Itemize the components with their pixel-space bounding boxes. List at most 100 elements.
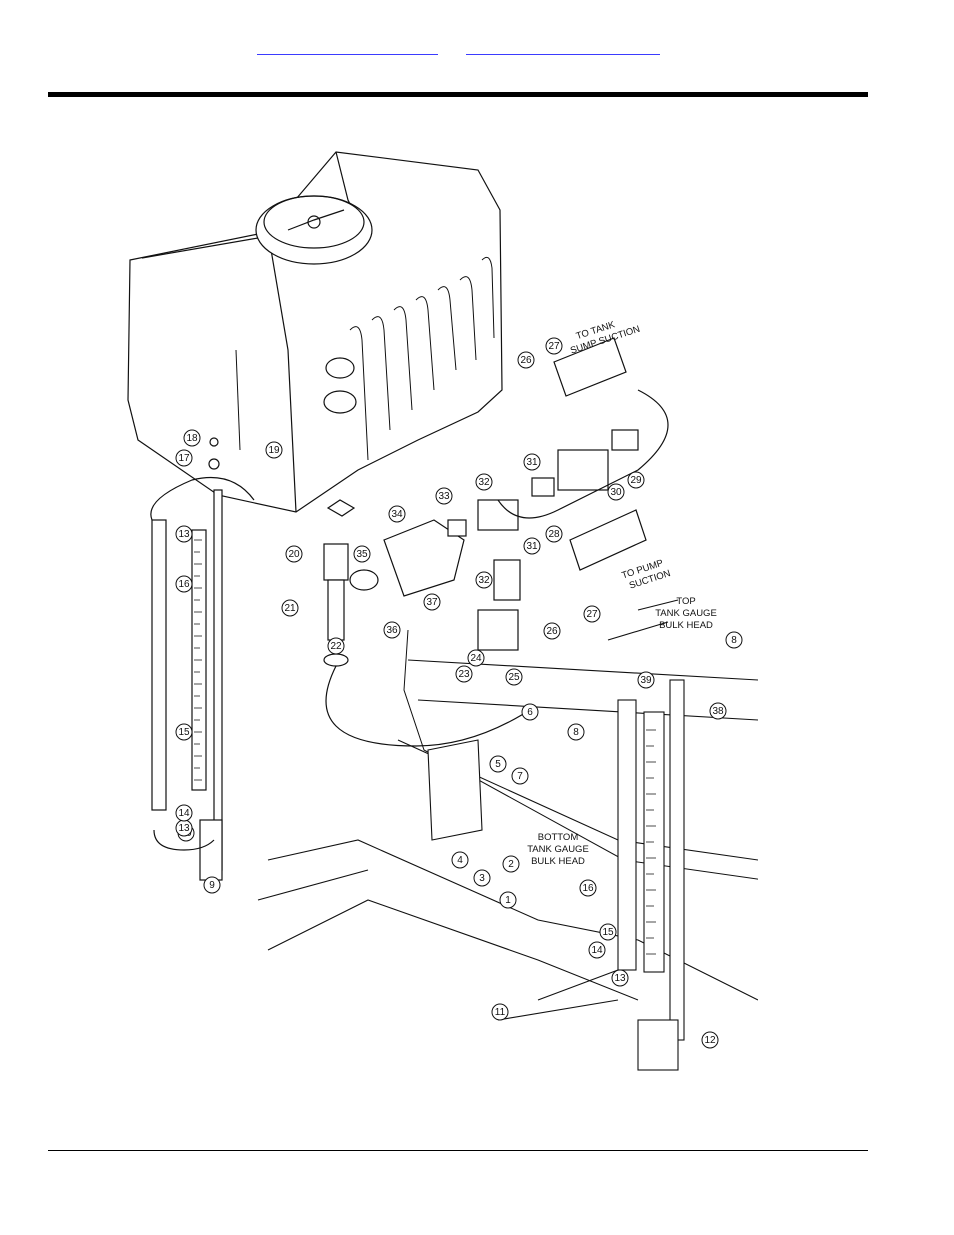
callout-bubble [281, 599, 299, 617]
callout-number: 21 [284, 603, 296, 614]
callout-number: 32 [478, 477, 490, 488]
callout-bubble [517, 351, 535, 369]
callout-number: 13 [178, 823, 190, 834]
callout-bubble [175, 449, 193, 467]
callout-number: 13 [614, 973, 626, 984]
callout-number: 24 [470, 653, 482, 664]
callout-number: 6 [527, 707, 533, 718]
callout-number: 38 [712, 706, 724, 717]
callout-bubble [545, 525, 563, 543]
callout-bubble [725, 631, 743, 649]
callout-number: 31 [526, 541, 538, 552]
callout-bubble [499, 891, 517, 909]
callout-number: 12 [704, 1035, 716, 1046]
fittings-drawing [323, 337, 758, 880]
callout-number: 9 [209, 880, 215, 891]
callout-bubble [285, 545, 303, 563]
callout-bubble [423, 593, 441, 611]
callout-bubble [475, 571, 493, 589]
callout-bubble [489, 755, 507, 773]
callout-bubble [545, 337, 563, 355]
callout-bubble [455, 665, 473, 683]
callout-bubble [523, 537, 541, 555]
svg-text:TANK GAUGE: TANK GAUGE [527, 844, 589, 855]
callout-number: 8 [573, 727, 579, 738]
callout-number: 19 [268, 445, 280, 456]
callout-bubble [611, 969, 629, 987]
note-to-pump-suction: TO PUMP SUCTION [620, 558, 672, 592]
callout-bubble [607, 483, 625, 501]
callout-number: 23 [458, 669, 470, 680]
callout-number: 25 [508, 672, 520, 683]
callout-bubble [327, 637, 345, 655]
callout-number: 11 [495, 1007, 506, 1018]
callout-number: 39 [640, 675, 652, 686]
callout-bubble [175, 804, 193, 822]
callout-bubble [435, 487, 453, 505]
callout-number: 16 [582, 883, 594, 894]
note-top-tank-gauge-bulk-head: TOP TANK GAUGE BULK HEAD [655, 596, 717, 631]
callout-number: 30 [610, 487, 622, 498]
callout-number: 4 [457, 855, 463, 866]
callout-group: 1234567889101112131313141415151616171819… [175, 337, 743, 1049]
callout-bubble [473, 869, 491, 887]
callout-number: 18 [186, 433, 198, 444]
svg-text:TOP: TOP [676, 596, 695, 607]
callout-bubble [543, 622, 561, 640]
left-gauge-drawing [150, 476, 255, 881]
callout-bubble [701, 1031, 719, 1049]
callout-bubble [203, 876, 221, 894]
callout-number: 37 [426, 597, 438, 608]
callout-bubble [627, 471, 645, 489]
callout-number: 14 [178, 808, 190, 819]
callout-bubble [567, 723, 585, 741]
callout-number: 29 [630, 475, 642, 486]
callout-bubble [583, 605, 601, 623]
callout-number: 33 [438, 491, 450, 502]
callout-bubble [709, 702, 727, 720]
callout-number: 3 [479, 873, 485, 884]
header-link-2[interactable] [466, 40, 660, 55]
header-rule [48, 92, 868, 97]
callout-bubble [521, 703, 539, 721]
callout-number: 14 [591, 945, 603, 956]
callout-number: 15 [602, 927, 614, 938]
callout-number: 15 [178, 727, 190, 738]
header-link-1[interactable] [257, 40, 438, 55]
callout-number: 8 [731, 635, 737, 646]
callout-number: 34 [391, 509, 403, 520]
callout-number: 36 [386, 625, 398, 636]
callout-bubble [183, 429, 201, 447]
callout-bubble [353, 545, 371, 563]
note-bottom-tank-gauge-bulk-head: BOTTOM TANK GAUGE BULK HEAD [527, 832, 589, 867]
callout-number: 32 [478, 575, 490, 586]
svg-text:BULK HEAD: BULK HEAD [531, 856, 585, 867]
svg-text:TANK GAUGE: TANK GAUGE [655, 608, 717, 619]
callout-number: 1 [505, 895, 511, 906]
frame-drawing [257, 599, 758, 1071]
callout-bubble [475, 473, 493, 491]
callout-number: 27 [548, 341, 560, 352]
callout-bubble [502, 855, 520, 873]
callout-number: 16 [178, 579, 190, 590]
callout-bubble [599, 923, 617, 941]
callout-bubble [505, 668, 523, 686]
callout-number: 22 [330, 641, 342, 652]
callout-number: 27 [586, 609, 598, 620]
callout-number: 31 [526, 457, 538, 468]
callout-number: 26 [546, 626, 558, 637]
callout-bubble [388, 505, 406, 523]
callout-bubble [451, 851, 469, 869]
callout-number: 20 [288, 549, 300, 560]
callout-number: 28 [548, 529, 560, 540]
callout-bubble [467, 649, 485, 667]
callout-bubble [175, 723, 193, 741]
callout-number: 7 [517, 771, 523, 782]
callout-number: 5 [495, 759, 501, 770]
parts-diagram: TO TANK SUMP SUCTION TO PUMP SUCTION TOP… [127, 151, 758, 1071]
callout-bubble [523, 453, 541, 471]
callout-bubble [637, 671, 655, 689]
callout-bubble [175, 525, 193, 543]
callout-bubble [175, 575, 193, 593]
tank-drawing [127, 151, 503, 517]
